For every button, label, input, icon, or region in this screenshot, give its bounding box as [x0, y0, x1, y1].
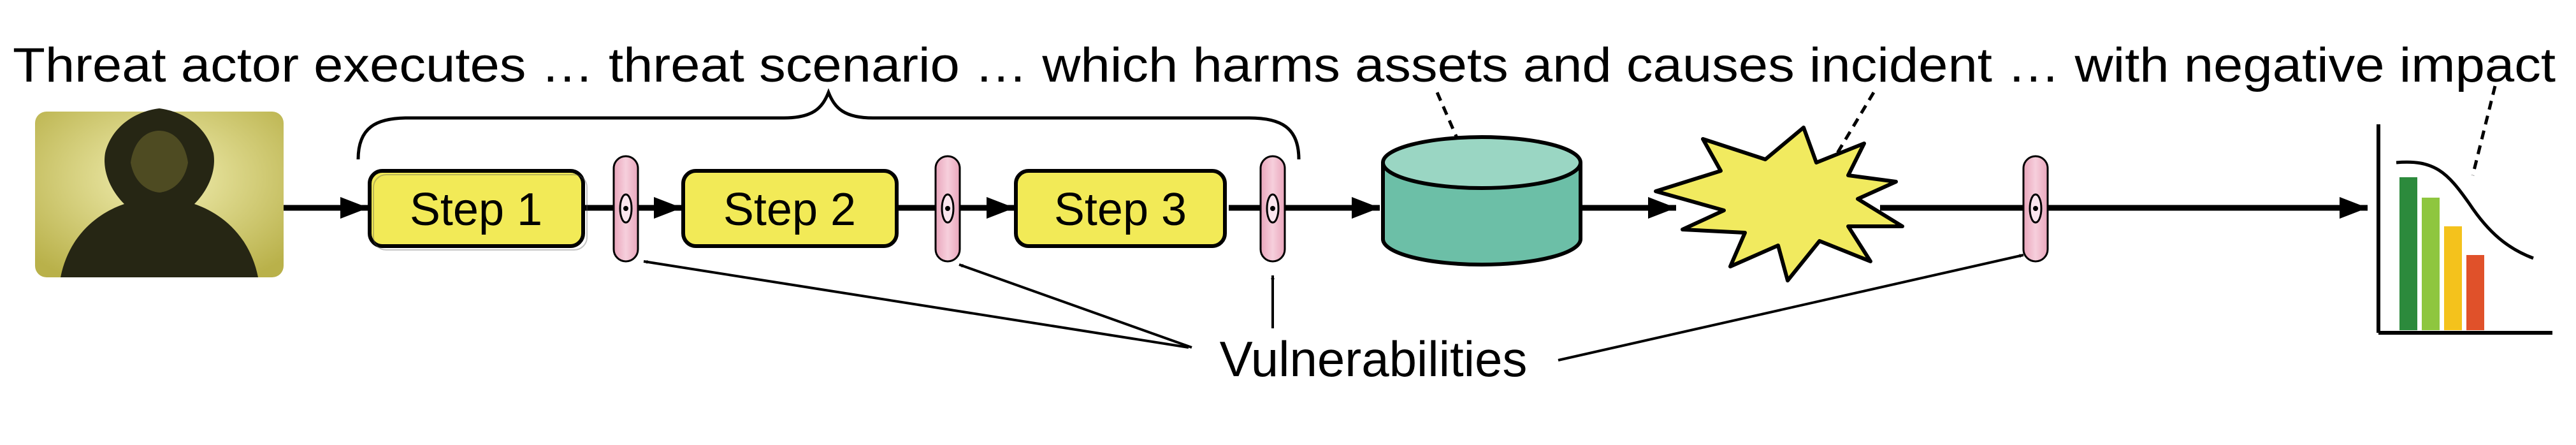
vulnerability-disc-3 [1259, 155, 1286, 263]
vuln-pointer-2 [959, 263, 1192, 349]
vuln-pointer-1 [643, 259, 1189, 349]
step-3-box: Step 3 [1014, 169, 1227, 248]
vulnerability-disc-2 [934, 155, 961, 263]
vulnerability-disc-4 [2022, 155, 2049, 263]
vulnerability-disc-1 [612, 155, 639, 263]
vuln-pointer-4 [1558, 254, 2024, 361]
explosion-starburst-icon [1654, 126, 1904, 282]
database-cylinder-icon [1381, 135, 1582, 266]
step-2-box: Step 2 [681, 169, 899, 248]
impact-leader-line [2471, 85, 2497, 176]
hooded-figure-icon [35, 108, 284, 277]
scenario-brace [356, 88, 1301, 160]
step-label: Step 1 [410, 184, 542, 235]
step-label: Step 2 [723, 184, 856, 235]
declining-bar-chart-icon [2377, 124, 2552, 335]
headline: Threat actor executes … threat scenario … [13, 38, 2556, 92]
incident-leader-line [1834, 91, 1876, 157]
step-label: Step 3 [1054, 184, 1187, 235]
step-1-box: Step 1 [368, 169, 588, 251]
vulnerabilities-label: Vulnerabilities [1220, 331, 1528, 387]
